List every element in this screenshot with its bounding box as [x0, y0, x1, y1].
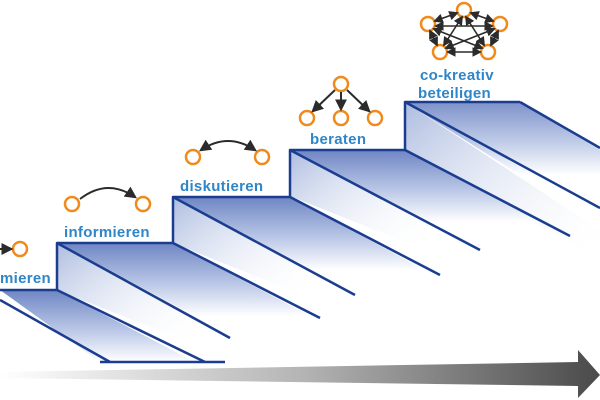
step-label-diskutieren: diskutieren [180, 178, 263, 195]
arrow-beraten-left [311, 89, 336, 113]
stair-side-5 [405, 102, 600, 260]
node-circle [366, 109, 384, 127]
node-circle [455, 1, 473, 19]
arrow-diskutieren [199, 139, 257, 152]
network-link [433, 11, 459, 23]
network-link [444, 27, 496, 50]
stair-side-3 [173, 197, 310, 298]
stair-tread-2 [57, 243, 310, 316]
network-link [429, 29, 438, 47]
node-circle [479, 43, 497, 61]
step-label-0: mieren [0, 270, 51, 287]
arrow-beraten-right [346, 89, 371, 113]
node-circle [298, 109, 316, 127]
arrow-informieren [79, 186, 137, 200]
stair-side-4 [290, 150, 425, 250]
stair-tread-3 [173, 197, 425, 270]
stair-tread-4 [290, 150, 540, 222]
network-arrows [429, 11, 499, 57]
step-label-beraten: beraten [310, 131, 366, 148]
node-circle [332, 109, 350, 127]
direction-arrow [0, 350, 600, 398]
network-link [442, 15, 464, 47]
staircase [0, 100, 600, 364]
node-circle [134, 195, 152, 213]
stair-edges [0, 100, 600, 364]
network-link [469, 11, 495, 23]
node-circle [419, 15, 437, 33]
node-arrows [0, 89, 371, 255]
node-circle [253, 148, 271, 166]
step-label-informieren: informieren [64, 224, 150, 241]
network-link [464, 15, 486, 47]
step-label-beteiligen: beteiligen [418, 85, 491, 102]
stair-tread-1 [0, 290, 195, 362]
node-circle [63, 195, 81, 213]
stair-tread-5 [405, 102, 600, 175]
node-circle [491, 15, 509, 33]
step-label-co-kreativ: co-kreativ [420, 67, 494, 84]
stair-side-2 [57, 243, 195, 345]
node-circle [332, 75, 350, 93]
node-circle [11, 240, 29, 258]
node-circle [184, 148, 202, 166]
network-link [490, 29, 499, 47]
node-circle [431, 43, 449, 61]
